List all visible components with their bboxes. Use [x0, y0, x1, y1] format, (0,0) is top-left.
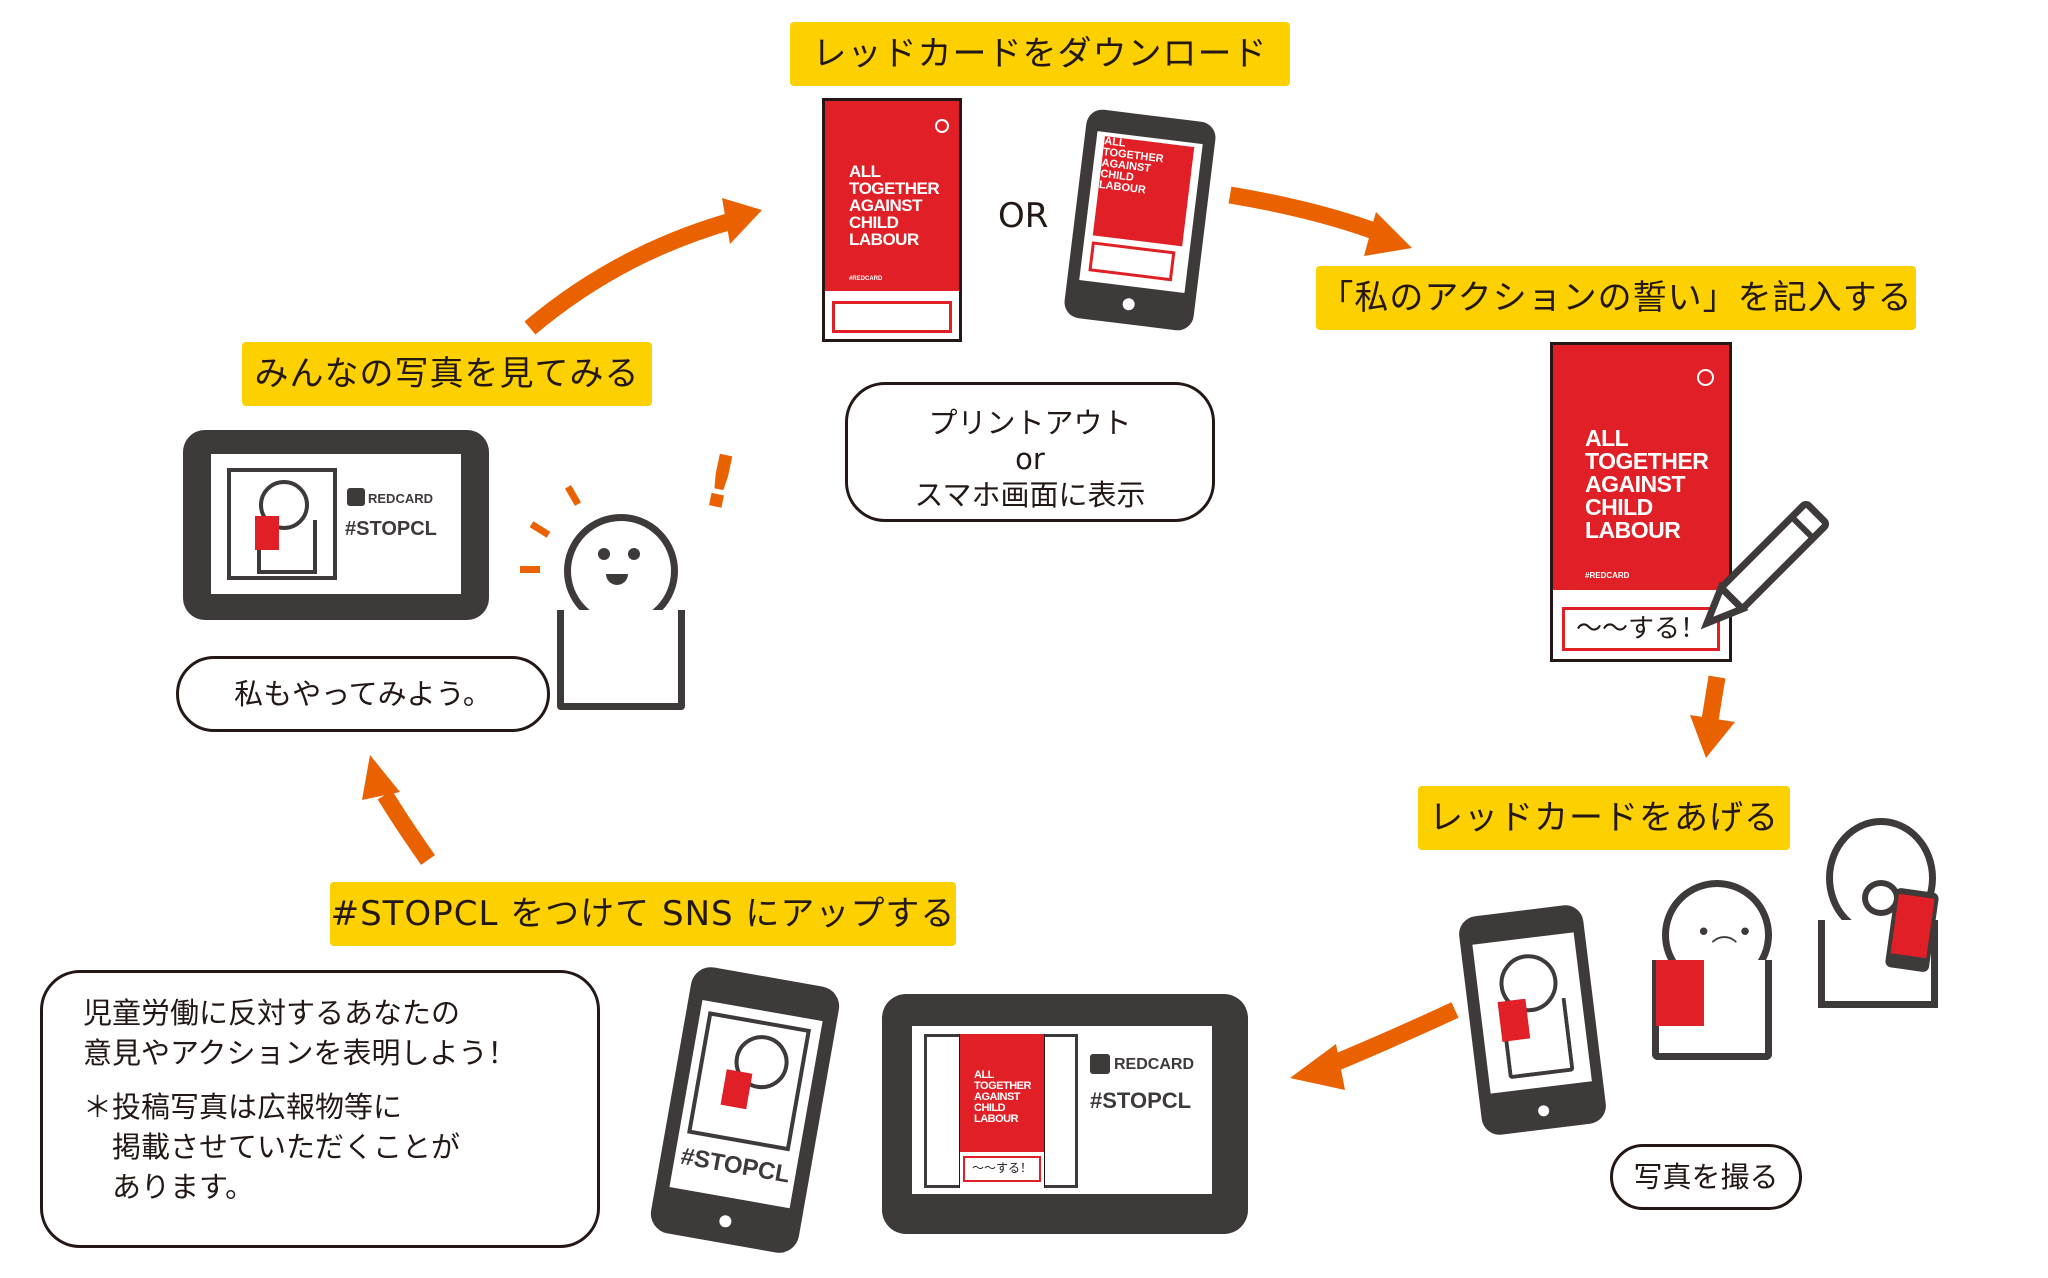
arrow-to-download-head: [722, 198, 762, 244]
mini-red-card: [1656, 960, 1704, 1026]
account-avatar-icon: [347, 488, 365, 506]
note-line: ＊投稿写真は広報物等に: [83, 1090, 403, 1124]
red-card-hashtag: #REDCARD: [849, 276, 883, 282]
bubble-print-or-show: プリントアウト or スマホ画面に表示: [845, 382, 1215, 522]
red-card-title: ALL TOGETHER AGAINST CHILD LABOUR: [974, 1069, 1031, 1125]
note-line: 掲載させていただくことが: [83, 1130, 461, 1164]
red-card-title: ALL TOGETHER AGAINST CHILD LABOUR: [1585, 425, 1709, 543]
pencil-icon: [1700, 500, 1830, 630]
step-label-see-photos: みんなの写真を見てみる: [242, 342, 652, 406]
arrow-to-see: [377, 790, 435, 865]
tablet-sns-post: ALL TOGETHER AGAINST CHILD LABOUR 〜〜する！ …: [882, 994, 1248, 1234]
character-happy-body: [557, 610, 685, 710]
happy-mouth-icon: [606, 574, 628, 585]
home-button-icon: [718, 1214, 733, 1229]
arrow-to-pledge: [1228, 186, 1389, 243]
red-card-title: ALL TOGETHER AGAINST CHILD LABOUR: [1098, 135, 1165, 197]
red-card-pledge: ALL TOGETHER AGAINST CHILD LABOUR #REDCA…: [1550, 342, 1732, 662]
home-button-icon: [1537, 1104, 1550, 1117]
arrow-to-raise-head: [1690, 715, 1735, 758]
angry-face-icon: •︵•: [1696, 918, 1753, 948]
smartphone-camera: [1457, 903, 1608, 1137]
bubble-lets-try: 私もやってみよう。: [176, 656, 550, 732]
mini-red-card: [1497, 998, 1531, 1042]
bubble-line: 児童労働に反対するあなたの: [83, 996, 461, 1030]
pledge-slot: [832, 301, 952, 333]
pledge-slot: [1088, 241, 1176, 282]
sns-account-name: REDCARD: [368, 491, 433, 506]
bubble-line: プリントアウト: [928, 406, 1132, 440]
step-label-write-pledge: 「私のアクションの誓い」を記入する: [1316, 266, 1916, 330]
character-on-screen: [259, 480, 309, 530]
arrow-to-pledge-head: [1364, 212, 1412, 256]
bubble-express-opinion: 児童労働に反対するあなたの 意見やアクションを表明しよう！ ＊投稿写真は広報物等…: [40, 970, 600, 1248]
red-card-hashtag: #REDCARD: [1585, 571, 1630, 580]
pledge-slot: 〜〜する！: [963, 1156, 1041, 1182]
arrow-to-post: [1326, 1002, 1459, 1073]
sns-account-name: REDCARD: [1114, 1056, 1194, 1073]
home-button-icon: [1121, 297, 1136, 311]
arrow-to-raise: [1701, 675, 1726, 722]
step-label-post-sns: #STOPCL をつけて SNS にアップする: [330, 882, 956, 946]
sns-hashtag: #STOPCL: [1090, 1088, 1192, 1113]
sparkle-line-icon: [520, 566, 540, 573]
pledge-slot: 〜〜する！: [1562, 607, 1720, 651]
red-card-print: ALL TOGETHER AGAINST CHILD LABOUR #REDCA…: [822, 98, 962, 342]
note-line: あります。: [83, 1170, 255, 1204]
or-text: OR: [998, 196, 1049, 236]
bubble-take-photo: 写真を撮る: [1610, 1144, 1802, 1210]
ilo-logo-icon: [1697, 369, 1714, 386]
mini-red-card: [720, 1069, 753, 1110]
sns-hashtag: #STOPCL: [345, 518, 437, 540]
bubble-line: 意見やアクションを表明しよう！: [83, 1036, 517, 1070]
arrow-to-post-head: [1290, 1044, 1345, 1090]
mini-red-card: [255, 516, 279, 550]
step-label-raise-card: レッドカードをあげる: [1418, 786, 1790, 850]
happy-eye-icon: [598, 548, 610, 560]
arrow-to-see-head: [362, 755, 400, 800]
red-card-title: ALL TOGETHER AGAINST CHILD LABOUR: [849, 162, 940, 249]
ilo-logo-icon: [935, 119, 949, 133]
bubble-line: スマホ画面に表示: [914, 478, 1146, 512]
bubble-line: or: [1015, 442, 1045, 476]
smartphone-download: ALL TOGETHER AGAINST CHILD LABOUR: [1062, 107, 1218, 333]
arrow-to-download: [524, 211, 738, 335]
character-surprised: [1826, 818, 1936, 938]
sns-hashtag: #STOPCL: [678, 1142, 792, 1189]
happy-eye-icon: [628, 548, 640, 560]
tablet-gallery: REDCARD #STOPCL: [183, 430, 489, 620]
step-label-download: レッドカードをダウンロード: [790, 22, 1290, 86]
account-avatar-icon: [1090, 1054, 1110, 1074]
